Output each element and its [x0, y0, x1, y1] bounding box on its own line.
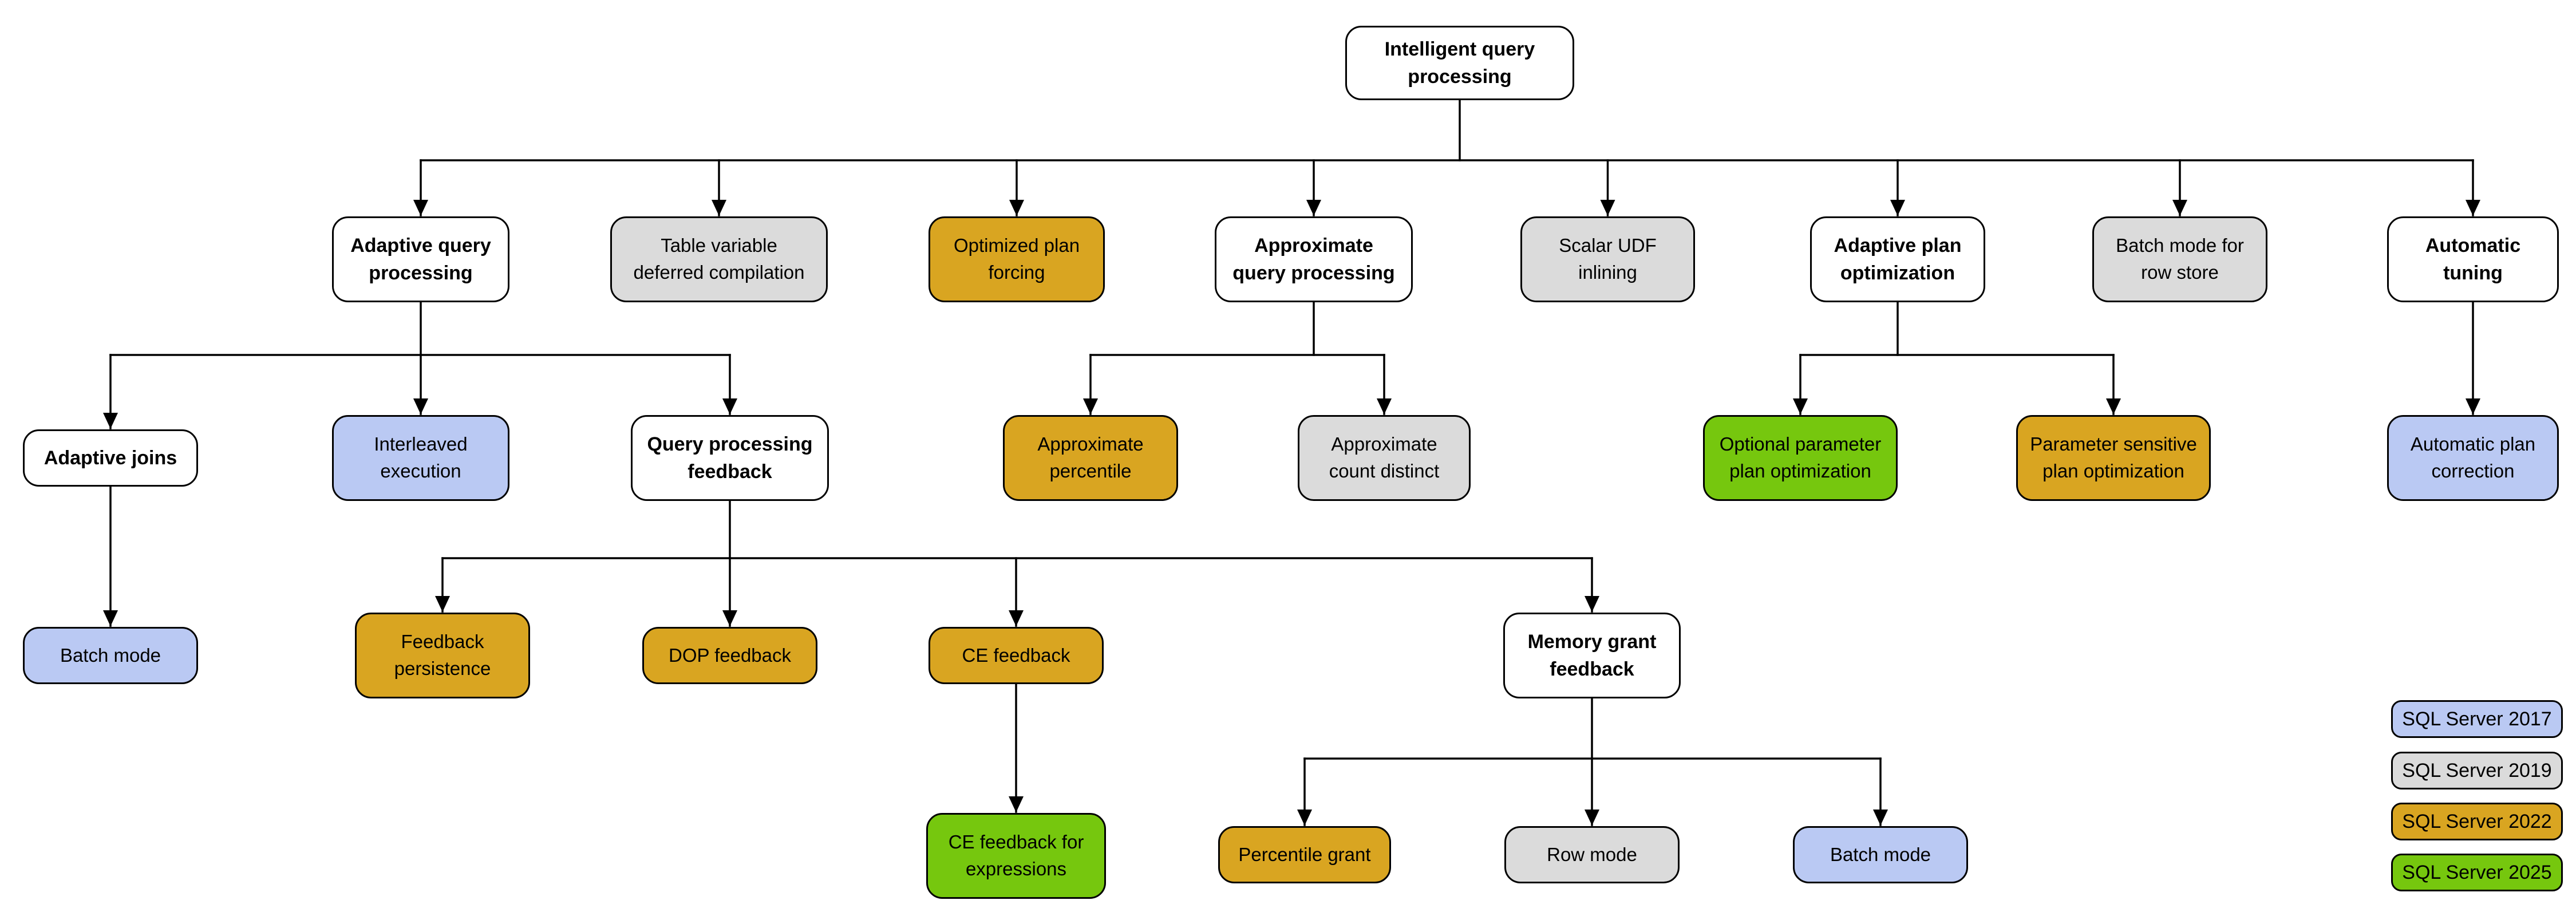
node-ce-feedback-for-expressions: CE feedback for expressions: [926, 813, 1106, 899]
node-adaptive-plan-optimization: Adaptive plan optimization: [1810, 216, 1985, 302]
node-query-processing-feedback: Query processing feedback: [631, 415, 829, 501]
legend-item-sql-server-2017: SQL Server 2017: [2391, 700, 2563, 738]
node-approximate-percentile: Approximate percentile: [1003, 415, 1178, 501]
legend-item-sql-server-2022: SQL Server 2022: [2391, 803, 2563, 840]
node-dop-feedback: DOP feedback: [642, 627, 817, 684]
node-percentile-grant: Percentile grant: [1218, 826, 1391, 883]
node-interleaved-execution: Interleaved execution: [332, 415, 509, 501]
node-optimized-plan-forcing: Optimized plan forcing: [929, 216, 1105, 302]
node-scalar-udf-inlining: Scalar UDF inlining: [1520, 216, 1695, 302]
legend-item-sql-server-2025: SQL Server 2025: [2391, 854, 2563, 891]
node-adaptive-joins: Adaptive joins: [23, 429, 198, 487]
node-ce-feedback: CE feedback: [929, 627, 1104, 684]
node-batch-mode-adaptive-joins: Batch mode: [23, 627, 198, 684]
node-batch-mode-memory-grant: Batch mode: [1793, 826, 1968, 883]
node-approximate-query-processing: Approximate query processing: [1215, 216, 1413, 302]
node-optional-parameter-plan-optimization: Optional parameter plan optimization: [1703, 415, 1898, 501]
node-parameter-sensitive-plan-optimization: Parameter sensitive plan optimization: [2016, 415, 2211, 501]
node-adaptive-query-processing: Adaptive query processing: [332, 216, 509, 302]
node-table-variable-deferred-compilation: Table variable deferred compilation: [610, 216, 828, 302]
node-automatic-plan-correction: Automatic plan correction: [2387, 415, 2559, 501]
node-intelligent-query-processing: Intelligent query processing: [1345, 26, 1574, 100]
node-approximate-count-distinct: Approximate count distinct: [1298, 415, 1471, 501]
node-batch-mode-for-row-store: Batch mode for row store: [2092, 216, 2267, 302]
node-row-mode: Row mode: [1504, 826, 1680, 883]
node-memory-grant-feedback: Memory grant feedback: [1503, 613, 1681, 698]
legend-item-sql-server-2019: SQL Server 2019: [2391, 752, 2563, 789]
node-feedback-persistence: Feedback persistence: [355, 613, 530, 698]
node-automatic-tuning: Automatic tuning: [2387, 216, 2559, 302]
